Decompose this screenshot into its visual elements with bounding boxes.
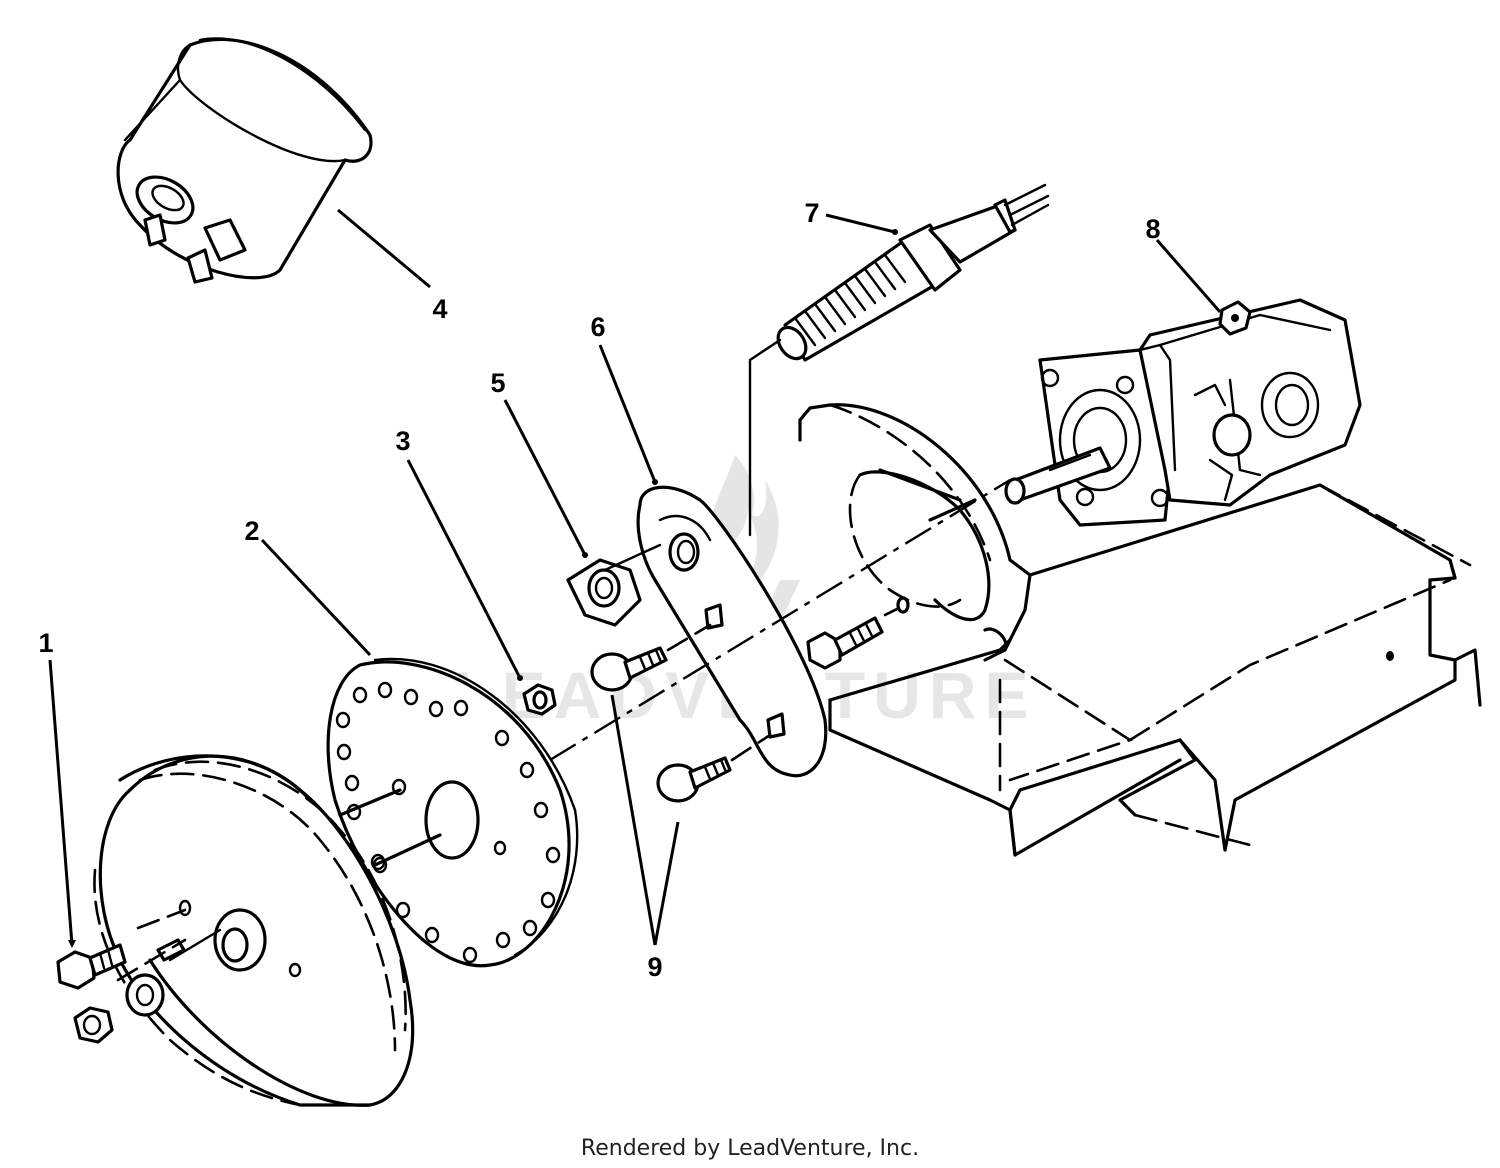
center-axis-line	[549, 478, 1011, 762]
leader-1	[48, 659, 74, 946]
hour-meter-gauge	[116, 37, 373, 284]
frame-bracket	[828, 483, 1482, 857]
callout-labels: 1 2 3 4 5 6 7 8 9	[38, 198, 1160, 982]
hex-nut-5	[566, 543, 662, 627]
callout-5: 5	[490, 368, 505, 398]
cap-screw	[806, 596, 910, 670]
callout-9: 9	[647, 952, 662, 982]
callout-1: 1	[38, 628, 53, 658]
leader-2	[260, 538, 372, 657]
callout-6: 6	[590, 312, 605, 342]
lock-nut-3	[522, 683, 557, 716]
sensor-bracket	[636, 485, 828, 778]
leader-4	[337, 208, 431, 289]
callout-2: 2	[244, 516, 259, 546]
callout-3: 3	[395, 426, 410, 456]
leader-lines	[48, 208, 1222, 948]
leader-6	[598, 344, 657, 483]
hydraulic-pump	[1004, 298, 1362, 527]
carriage-bolt-upper	[590, 623, 712, 692]
footer-credit: Rendered by LeadVenture, Inc.	[581, 1136, 919, 1161]
leader-5	[503, 399, 587, 556]
carriage-bolt-lower	[656, 733, 772, 803]
leader-3	[406, 459, 522, 679]
drive-pulley	[56, 754, 415, 1107]
mounting-plate-rear	[798, 403, 1032, 662]
leader-7	[825, 213, 896, 234]
callout-7: 7	[804, 198, 819, 228]
leader-9a	[610, 694, 657, 946]
callout-8: 8	[1145, 214, 1160, 244]
disc-holes	[335, 681, 561, 964]
speed-sensor	[748, 183, 1050, 537]
sensor-wheel-disc	[326, 657, 579, 968]
callout-4: 4	[432, 294, 447, 324]
leader-8	[1155, 239, 1222, 313]
leader-9b	[653, 821, 680, 946]
